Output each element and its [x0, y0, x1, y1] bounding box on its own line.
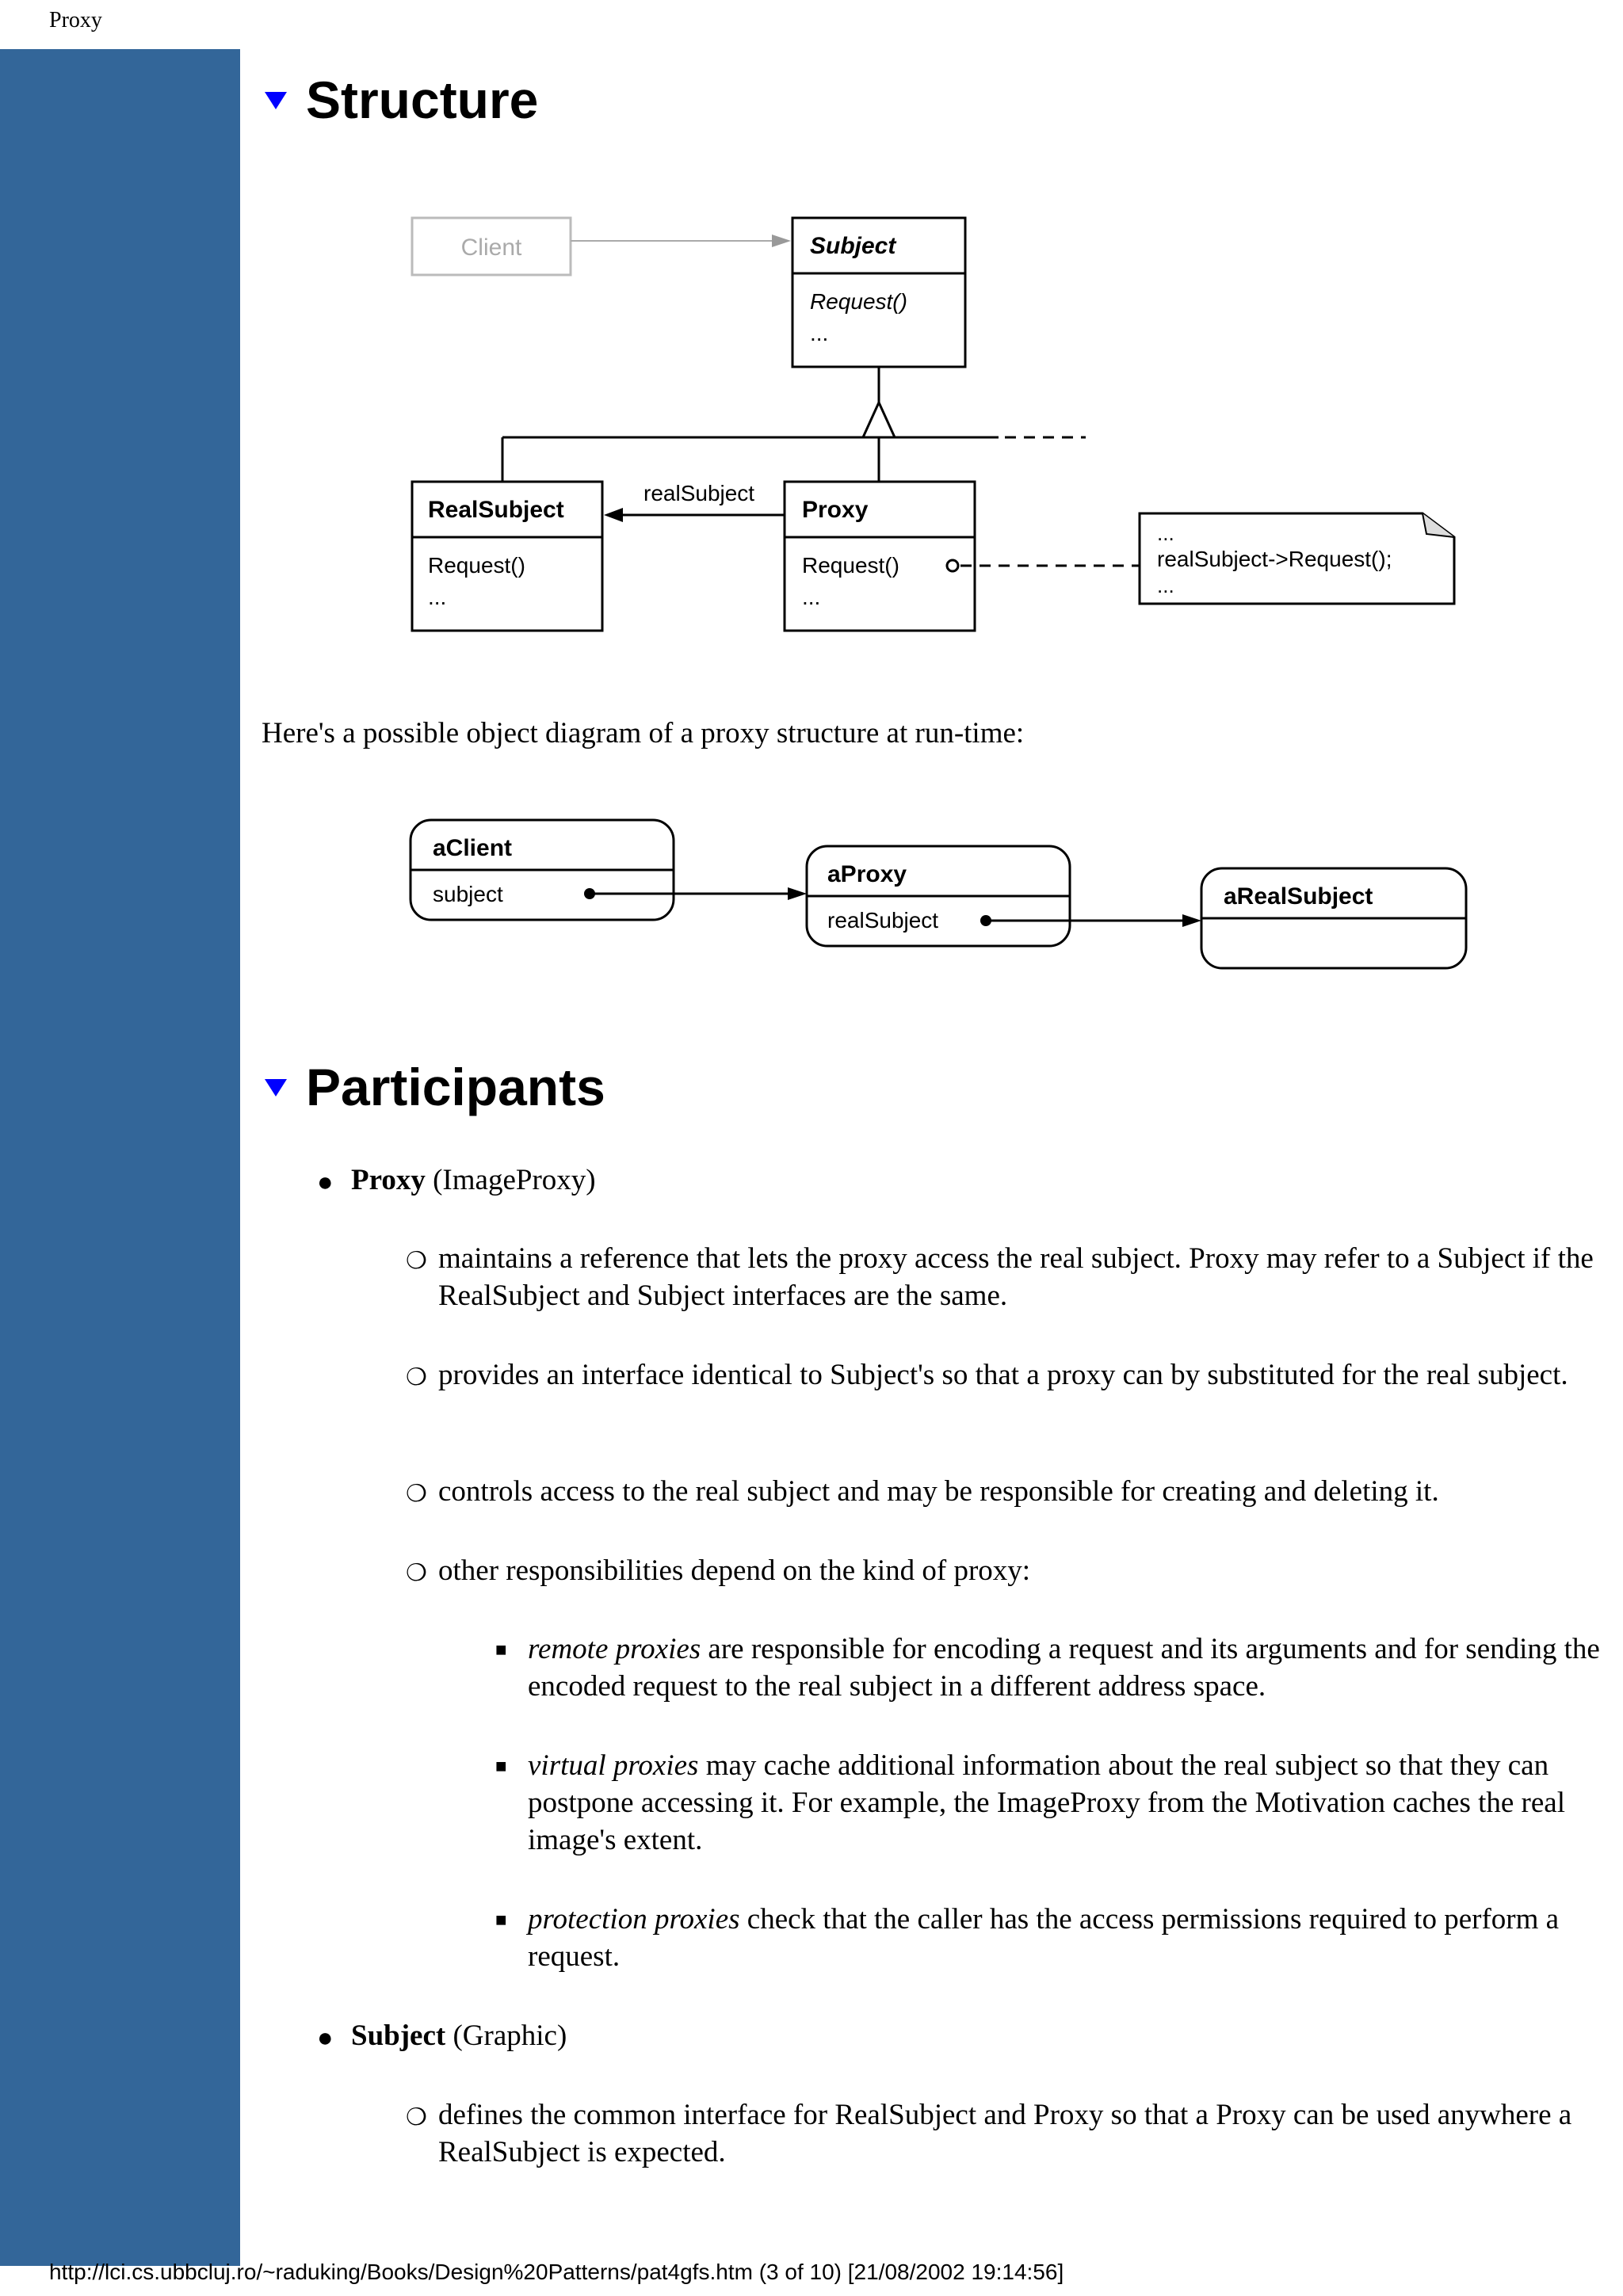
proxy-kind-text: are responsible for encoding a request a… [528, 1633, 1600, 1703]
proxy-kind-text: may cache additional information about t… [528, 1749, 1566, 1856]
arrowhead-icon [788, 887, 807, 900]
note-line-2: realSubject->Request(); [1157, 547, 1392, 571]
participant-name: Proxy [351, 1164, 426, 1196]
disc-bullet-icon: ● [317, 2023, 334, 2053]
proxy-kind-term: remote proxies [528, 1633, 701, 1665]
subject-name: Subject [810, 233, 897, 259]
proxy-item: controls access to the real subject and … [438, 1475, 1439, 1508]
proxy-more: ... [802, 585, 820, 609]
intro-text: Here's a possible object diagram of a pr… [262, 717, 1025, 749]
triangle-down-icon[interactable] [262, 1073, 290, 1101]
section-title: Structure [306, 71, 539, 129]
circle-bullet-icon: ❍ [406, 1364, 427, 1390]
circle-bullet-icon: ❍ [406, 1248, 427, 1274]
real-subject-op: Request() [428, 553, 525, 578]
proxy-op: Request() [802, 553, 899, 578]
participant-proxy: Proxy (ImageProxy) [351, 1161, 1540, 1199]
proxy-kind-item: protection proxies check that the caller… [528, 1901, 1613, 1975]
page-footer: http://lci.cs.ubbcluj.ro/~raduking/Books… [49, 2260, 1064, 2284]
class-diagram: Client Subject Request() ... RealSubject… [411, 216, 1456, 632]
sidebar [0, 49, 240, 2266]
note-line-1: ... [1157, 521, 1174, 545]
real-subject-box [411, 480, 604, 632]
arrowhead-icon [772, 235, 791, 247]
proxy-name: Proxy [802, 497, 869, 523]
real-subject-more: ... [428, 585, 446, 609]
proxy-item: maintains a reference that lets the prox… [438, 1242, 1594, 1312]
subject-box [791, 216, 967, 368]
proxy-kind-item: virtual proxies may cache additional inf… [528, 1747, 1613, 1859]
aclient-field: subject [433, 882, 503, 906]
section-participants: Participants [262, 1057, 605, 1117]
proxy-item: other responsibilities depend on the kin… [438, 1554, 1031, 1587]
aclient-name: aClient [433, 835, 512, 861]
arrowhead-icon [1182, 914, 1201, 927]
proxy-item: provides an interface identical to Subje… [438, 1359, 1568, 1391]
subject-more: ... [810, 321, 828, 345]
square-bullet-icon: ■ [495, 1756, 507, 1777]
note-anchor-icon [945, 559, 960, 573]
page-header: Proxy [49, 8, 102, 32]
object-diagram: aClient subject aProxy realSubject aReal… [409, 818, 1468, 970]
proxy-kind-item: remote proxies are responsible for encod… [528, 1630, 1613, 1705]
proxy-kind-text: check that the caller has the access per… [528, 1903, 1560, 1973]
participant-example: (ImageProxy) [433, 1164, 596, 1196]
disc-bullet-icon: ● [317, 1168, 334, 1197]
proxy-kind-term: virtual proxies [528, 1749, 699, 1782]
aproxy-field: realSubject [827, 908, 938, 933]
arealsubject-name: aRealSubject [1224, 883, 1373, 910]
proxy-kind-term: protection proxies [528, 1903, 740, 1936]
note-corner-icon [1422, 513, 1455, 538]
client-label: Client [461, 235, 522, 261]
note-box [1138, 512, 1456, 605]
proxy-box [783, 480, 976, 632]
client-box [411, 216, 572, 277]
subject-op: Request() [810, 289, 907, 314]
square-bullet-icon: ■ [495, 1640, 507, 1661]
real-subject-name: RealSubject [428, 497, 564, 523]
association-arrowhead-icon [604, 508, 623, 522]
association-label: realSubject [643, 481, 754, 505]
square-bullet-icon: ■ [495, 1910, 507, 1931]
circle-bullet-icon: ❍ [406, 1560, 427, 1586]
participant-example: (Graphic) [453, 2019, 567, 2052]
inheritance-triangle-icon [861, 399, 897, 439]
circle-bullet-icon: ❍ [406, 2104, 427, 2130]
triangle-down-icon[interactable] [262, 86, 290, 114]
circle-bullet-icon: ❍ [406, 1481, 427, 1507]
subject-item: defines the common interface for RealSub… [438, 2099, 1572, 2168]
participant-name: Subject [351, 2019, 446, 2052]
section-title: Participants [306, 1058, 605, 1116]
note-line-3: ... [1157, 574, 1174, 597]
section-structure: Structure [262, 70, 538, 130]
participant-subject: Subject (Graphic) [351, 2017, 1540, 2054]
aproxy-name: aProxy [827, 861, 907, 887]
